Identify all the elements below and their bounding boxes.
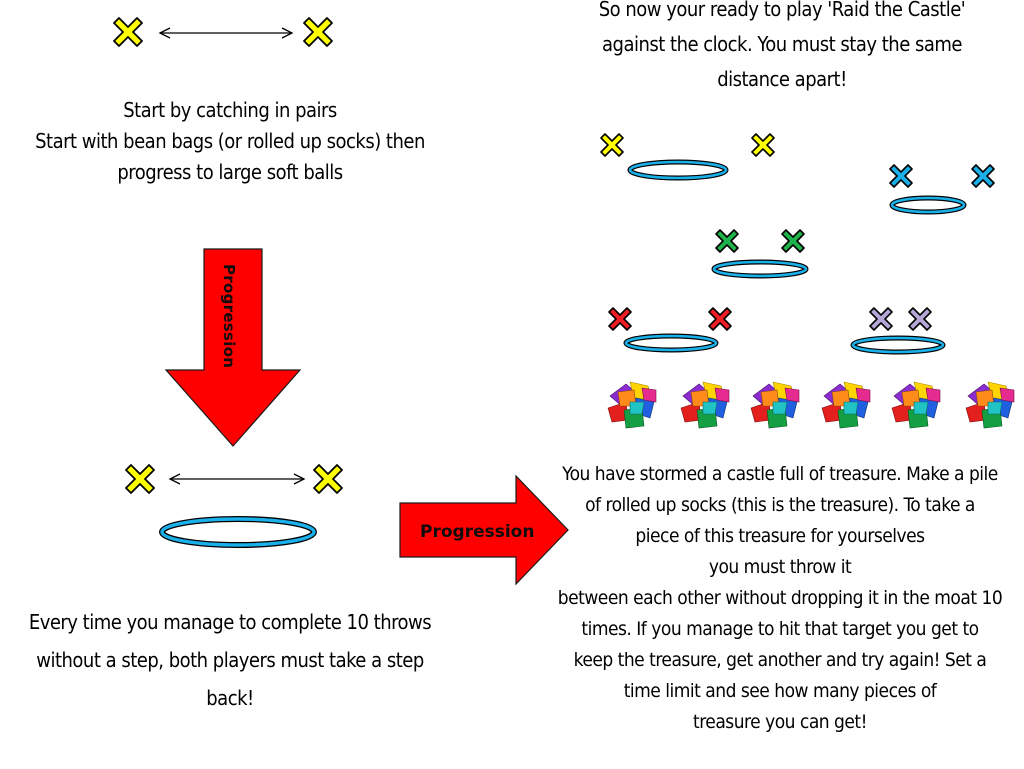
- castle-line: treasure you can get!: [693, 711, 867, 733]
- intro-line: Start by catching in pairs: [123, 98, 337, 122]
- purple-team: [850, 307, 946, 355]
- cross-marker-icon: [869, 307, 893, 331]
- step-line: Every time you manage to complete 10 thr…: [28, 610, 432, 634]
- down-arrow-shape: [164, 248, 302, 447]
- raid-instructions: So now your ready to play 'Raid the Cast…: [540, 0, 1024, 97]
- step-line: without a step, both players must take a…: [36, 648, 424, 672]
- yellow-team: [600, 133, 775, 181]
- raid-line: So now your ready to play 'Raid the Cast…: [598, 0, 966, 21]
- intro-line: Start with bean bags (or rolled up socks…: [35, 129, 425, 153]
- beanbag-pile-icon: [680, 381, 730, 429]
- cross-marker-icon: [781, 229, 805, 253]
- double-arrow-icon: [168, 473, 306, 485]
- red-team: [608, 307, 732, 353]
- green-team: [711, 229, 809, 279]
- step-line: back!: [206, 686, 254, 710]
- cross-marker-icon: [708, 307, 732, 331]
- castle-line: you must throw it: [708, 556, 852, 578]
- castle-line: You have stormed a castle full of treasu…: [562, 463, 998, 485]
- cross-marker-icon: [303, 17, 333, 47]
- step-back-rule: Every time you manage to complete 10 thr…: [0, 603, 460, 717]
- cross-marker-icon: [971, 164, 995, 188]
- down-arrow-label: Progression: [220, 264, 238, 369]
- cross-marker-icon: [715, 229, 739, 253]
- cross-marker-icon: [125, 464, 155, 494]
- cross-marker-icon: [608, 307, 632, 331]
- beanbag-pile-icon: [891, 381, 941, 429]
- intro-line: progress to large soft balls: [117, 160, 343, 184]
- cross-marker-icon: [908, 307, 932, 331]
- castle-line: of rolled up socks (this is the treasure…: [585, 494, 975, 516]
- right-arrow-label: Progression: [420, 522, 535, 542]
- intro-instructions: Start by catching in pairs Start with be…: [0, 95, 460, 188]
- blue-team: [889, 164, 995, 215]
- hoop-icon: [159, 516, 317, 548]
- double-arrow-icon: [158, 27, 294, 39]
- beanbag-pile-icon: [607, 381, 657, 429]
- beanbag-pile-icon: [750, 381, 800, 429]
- castle-line: time limit and see how many pieces of: [623, 680, 937, 702]
- raid-line: against the clock. You must stay the sam…: [602, 32, 963, 56]
- treasure-row: [607, 381, 1015, 429]
- beanbag-pile-icon: [965, 381, 1015, 429]
- castle-line: times. If you manage to hit that target …: [581, 618, 979, 640]
- top-pair-group: [113, 17, 333, 47]
- cross-marker-icon: [313, 464, 343, 494]
- bottom-pair-group: [125, 464, 343, 548]
- castle-line: between each other without dropping it i…: [557, 587, 1003, 609]
- castle-line: piece of this treasure for yourselves: [635, 525, 925, 547]
- raid-line: distance apart!: [717, 67, 847, 91]
- cross-marker-icon: [889, 164, 913, 188]
- castle-line: keep the treasure, get another and try a…: [573, 649, 987, 671]
- right-arrow-shape: [399, 474, 569, 586]
- cross-marker-icon: [600, 133, 624, 157]
- cross-marker-icon: [113, 17, 143, 47]
- beanbag-pile-icon: [821, 381, 871, 429]
- cross-marker-icon: [751, 133, 775, 157]
- castle-instructions: You have stormed a castle full of treasu…: [536, 459, 1024, 738]
